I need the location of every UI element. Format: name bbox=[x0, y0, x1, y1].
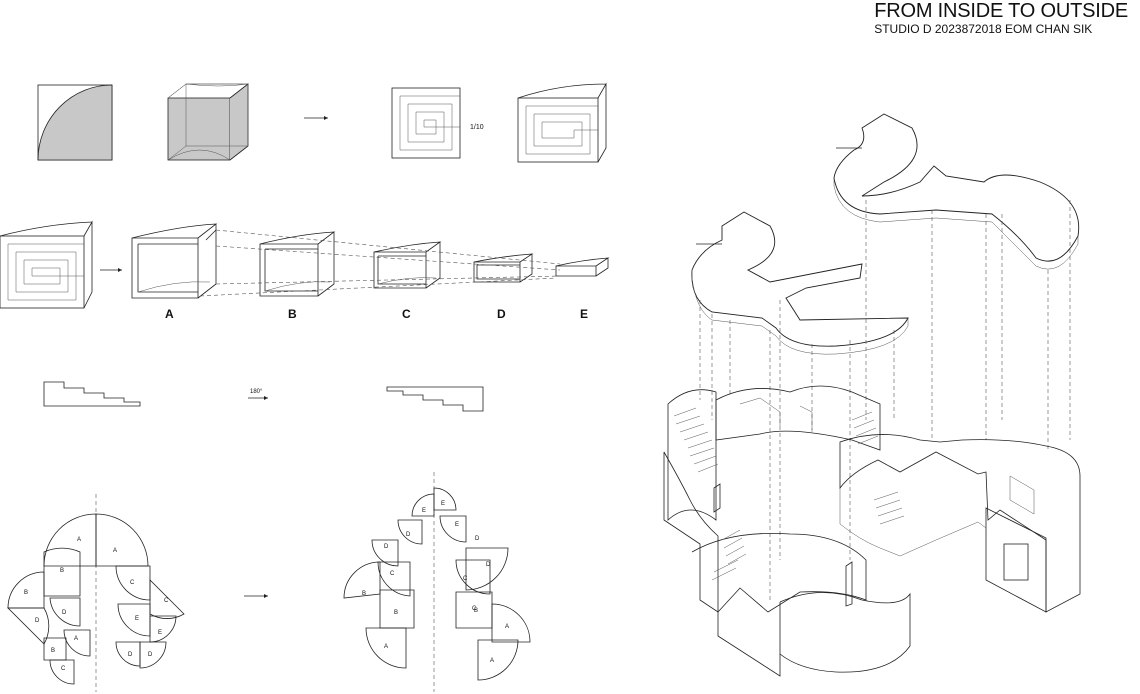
plan-left-label-3: B bbox=[24, 590, 28, 596]
plan-left-label-14: D bbox=[148, 652, 153, 658]
page-subtitle: STUDIO D 2023872018 EOM CHAN SIK bbox=[874, 22, 1093, 36]
module-c bbox=[373, 241, 442, 289]
axonometric-building bbox=[663, 385, 1081, 677]
plan-right-label-15: A bbox=[505, 624, 509, 630]
fan-plan-left: A A B B C C D D E E A B C D D bbox=[7, 494, 185, 692]
spiral-square: 1/10 bbox=[391, 87, 484, 159]
plan-right-label-8: B bbox=[362, 591, 366, 597]
plan-left-label-12: C bbox=[61, 666, 66, 672]
plan-left-label-13: D bbox=[128, 652, 133, 658]
plan-right-label-5: D bbox=[475, 536, 480, 542]
module-label-b: B bbox=[288, 307, 297, 321]
scale-label: 1/10 bbox=[470, 124, 484, 131]
plan-right-label-3: D bbox=[384, 544, 389, 550]
plan-right-label-0: E bbox=[441, 501, 445, 507]
arrow-1 bbox=[304, 116, 328, 120]
window-opening bbox=[1009, 475, 1035, 515]
arrow-2 bbox=[100, 268, 122, 272]
plan-right-label-14: B bbox=[474, 608, 478, 614]
plan-left-label-5: C bbox=[164, 598, 169, 604]
module-label-d: D bbox=[497, 307, 506, 321]
plan-left-label-10: A bbox=[74, 636, 78, 642]
plan-right-label-2: D bbox=[406, 532, 411, 538]
plan-right-label-12: D bbox=[486, 562, 491, 568]
axonometric-roof-slab-left bbox=[691, 211, 909, 355]
quarter-circle-square bbox=[37, 84, 113, 161]
axonometric-projection-lines bbox=[699, 200, 1071, 600]
plan-left-label-7: D bbox=[62, 610, 67, 616]
stair-treads bbox=[673, 407, 905, 581]
module-guide-lines bbox=[199, 229, 561, 297]
plan-right-label-13: C bbox=[472, 606, 477, 612]
quarter-circle-cube bbox=[167, 83, 249, 161]
plan-left-label-8: E bbox=[135, 616, 139, 622]
door-opening bbox=[1003, 543, 1029, 581]
spiral-block bbox=[0, 220, 93, 309]
title-block: FROM INSIDE TO OUTSIDE STUDIO D 20238720… bbox=[874, 0, 1128, 36]
plan-right-label-11: A bbox=[490, 658, 494, 664]
module-b bbox=[259, 231, 336, 297]
module-e bbox=[555, 257, 610, 277]
plan-right-label-9: B bbox=[394, 610, 398, 616]
plan-right-label-4: E bbox=[455, 522, 459, 528]
axonometric-roof-slab-right bbox=[833, 113, 1080, 270]
plan-right-label-10: A bbox=[384, 644, 388, 650]
module-a bbox=[131, 223, 218, 299]
plan-left-label-11: B bbox=[51, 648, 55, 654]
stair-profile-rotated bbox=[386, 386, 484, 412]
rotation-label: 180° bbox=[250, 389, 263, 395]
spiral-cube bbox=[517, 82, 607, 163]
plan-left-label-2: B bbox=[60, 568, 64, 574]
plan-left-label-9: E bbox=[158, 630, 162, 636]
arrow-rotate: 180° bbox=[248, 389, 268, 400]
plan-left-label-6: D bbox=[35, 618, 40, 624]
module-label-c: C bbox=[402, 307, 411, 321]
arrow-3 bbox=[244, 594, 268, 598]
plan-left-label-1: A bbox=[113, 548, 117, 554]
stair-profile bbox=[43, 381, 141, 407]
module-label-e: E bbox=[580, 307, 588, 321]
module-label-a: A bbox=[165, 307, 174, 321]
plan-right-label-6: C bbox=[390, 571, 395, 577]
plan-right-label-7: C bbox=[463, 576, 468, 582]
fan-plan-right: E E D D E D C C B B A A D C B A bbox=[343, 472, 531, 692]
page-title: FROM INSIDE TO OUTSIDE bbox=[874, 0, 1128, 22]
plan-right-label-1: E bbox=[422, 508, 426, 514]
plan-left-label-0: A bbox=[77, 537, 81, 543]
plan-left-label-4: C bbox=[130, 580, 135, 586]
